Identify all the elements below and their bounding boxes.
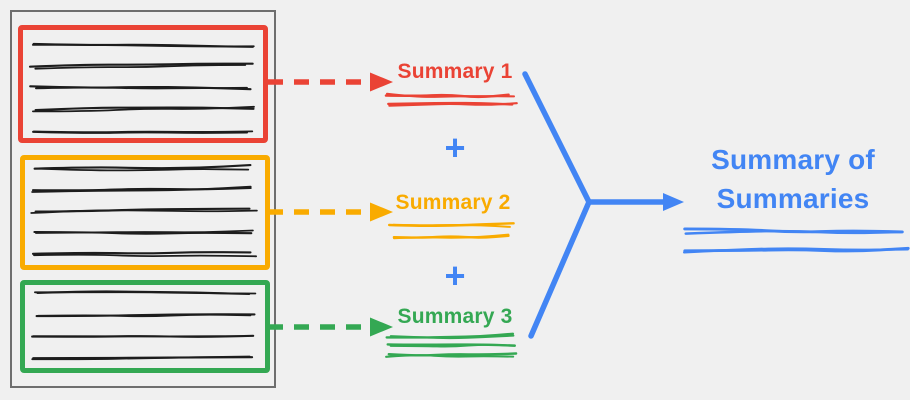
document-box-2 — [20, 155, 270, 270]
scribble-stroke — [34, 106, 255, 112]
merge-arrow-head — [663, 193, 684, 211]
dashed-arrow-head — [370, 202, 393, 222]
scribble-stroke — [684, 229, 903, 235]
document-box-1 — [18, 25, 268, 143]
plus-icon-2: + — [444, 255, 466, 296]
scribble-stroke — [389, 334, 515, 340]
scribble-stroke — [33, 164, 252, 170]
scribble-stroke — [33, 253, 257, 258]
scribble-stroke — [385, 354, 515, 358]
scribble-stroke — [31, 355, 251, 361]
dashed-arrow-head — [370, 72, 393, 92]
scribble-stroke — [388, 102, 518, 107]
scribble-stroke — [34, 291, 257, 295]
result-title-line-2: Summaries — [716, 183, 870, 214]
scribble-stroke — [35, 86, 248, 90]
documents-container — [10, 10, 276, 388]
scribble-stroke — [392, 223, 511, 228]
scribble-stroke — [30, 209, 258, 214]
summary-2-label: Summary 2 — [395, 191, 511, 214]
scribble-stroke — [32, 105, 255, 113]
result-title-line-1: Summary of — [711, 144, 875, 175]
document-box-3 — [20, 280, 270, 373]
merge-line-bottom — [528, 199, 592, 339]
scribble-stroke — [33, 167, 250, 172]
summary-1-label: Summary 1 — [397, 60, 513, 83]
scribble-stroke — [31, 43, 255, 48]
scribble-stroke — [28, 62, 254, 68]
scribble-stroke — [682, 247, 909, 254]
scribble-stroke — [31, 251, 252, 255]
summary-3-label: Summary 3 — [397, 305, 513, 328]
scribble-stroke — [37, 313, 252, 318]
scribble-stroke — [35, 229, 254, 234]
scribble-stroke — [385, 92, 516, 98]
merge-line-top — [522, 71, 592, 205]
plus-icon-1: + — [444, 127, 466, 168]
dashed-arrow-head — [370, 317, 393, 337]
scribble-stroke — [389, 343, 516, 348]
scribble-stroke — [31, 185, 252, 193]
scribble-stroke — [32, 130, 254, 134]
result-title: Summary of Summaries — [683, 140, 903, 218]
scribble-stroke — [34, 64, 247, 70]
scribble-stroke — [392, 233, 510, 240]
